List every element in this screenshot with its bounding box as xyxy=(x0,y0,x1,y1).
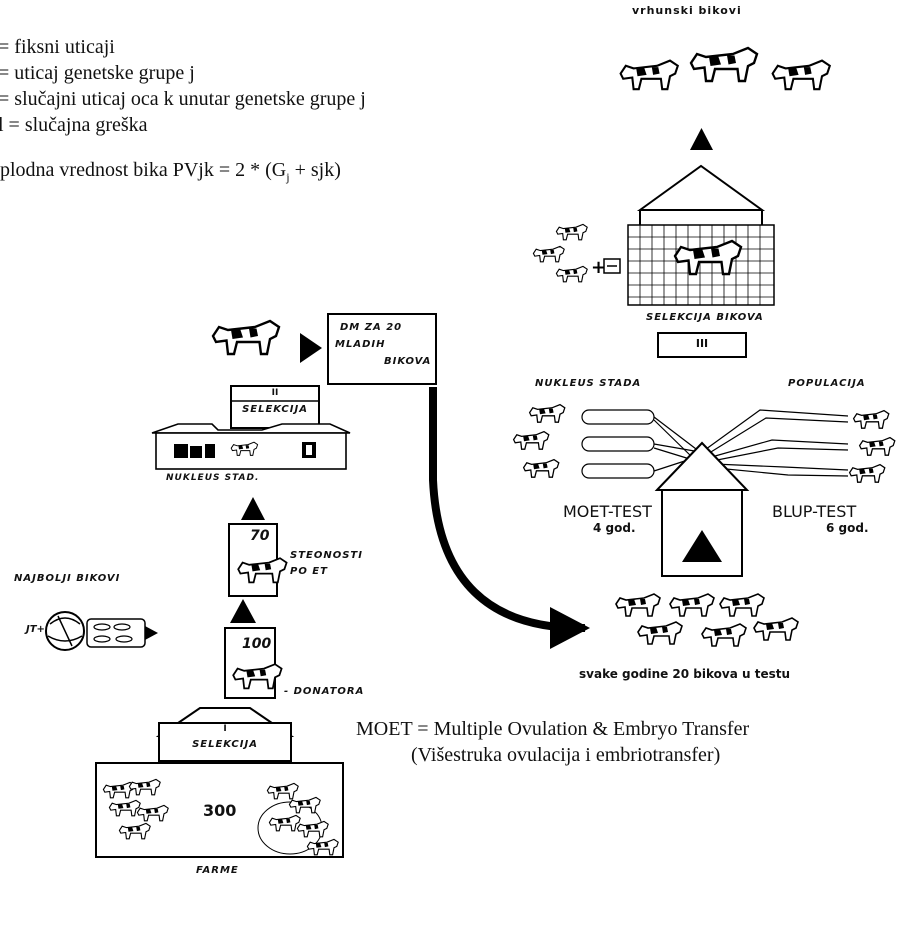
label-donors: - DONATORA xyxy=(284,686,365,697)
legend-sire-effect: = slučajni uticaj oca k unutar genetske … xyxy=(0,88,366,110)
label-best-bulls: NAJBOLJI BIKOVI xyxy=(14,573,121,584)
label-selection-two: SELEKCIJA xyxy=(242,404,308,415)
legend-formula: plodna vrednost bika PVjk = 2 * (Gj + sj… xyxy=(0,159,341,185)
right-arrow-to-young-bulls xyxy=(300,333,322,363)
label-moet-test: MOET-TEST xyxy=(563,502,652,521)
up-arrow-nucleus xyxy=(241,497,265,520)
label-young-bulls-1: DM ZA 20 xyxy=(340,322,403,333)
population-streams xyxy=(701,409,849,477)
label-nucleus-farm: NUKLEUS STAD. xyxy=(166,473,260,483)
elite-bull-left xyxy=(619,59,679,91)
label-young-bulls-3: BIKOVA xyxy=(384,356,432,367)
formula-subscript: j xyxy=(286,170,290,184)
footnote-moet: MOET = Multiple Ovulation & Embryo Trans… xyxy=(356,718,750,740)
label-stage-two: II xyxy=(271,388,279,398)
young-bulls-box xyxy=(327,313,437,385)
label-nucleus-herd: NUKLEUS STADA xyxy=(535,378,642,389)
label-donors-count: 100 xyxy=(242,636,272,652)
test-bulls-herd xyxy=(615,593,799,647)
label-pregnancies-count: 70 xyxy=(250,528,270,544)
label-blup-test: BLUP-TEST xyxy=(772,502,857,521)
best-bulls-semen-globe xyxy=(45,611,158,651)
elite-bull-center xyxy=(689,46,759,83)
farm-cows-right xyxy=(257,782,339,856)
formula-suffix: + sjk) xyxy=(289,159,341,181)
label-pregnancies-1: STEONOSTI xyxy=(290,550,363,561)
test-station-building xyxy=(654,441,750,577)
stage-two-selection-box xyxy=(230,385,320,429)
pregnancies-box xyxy=(228,523,278,597)
label-stage-three: III xyxy=(695,337,709,350)
label-pregnancies-2: PO ET xyxy=(290,566,328,577)
plus-minus-icon: + xyxy=(591,257,621,278)
label-population: POPULACIJA xyxy=(788,378,866,389)
proven-cow xyxy=(211,319,281,356)
label-young-bulls-2: MLADIH xyxy=(335,339,386,350)
label-blup-years: 6 god. xyxy=(826,521,869,535)
stage-one-selection-box xyxy=(158,722,292,762)
svg-text:+: + xyxy=(591,257,606,278)
selection-house-roof xyxy=(636,164,766,211)
up-arrow-pregnancies xyxy=(230,599,256,623)
footnote-moet-translation: (Višestruka ovulacija i embriotransfer) xyxy=(411,744,721,766)
legend-error: l = slučajna greška xyxy=(0,114,148,136)
label-bull-selection: SELEKCIJA BIKOVA xyxy=(646,312,764,323)
formula-prefix: plodna vrednost bika PVjk = 2 * (G xyxy=(0,159,287,181)
label-stage-one: I xyxy=(223,724,227,734)
up-arrow-top xyxy=(690,128,713,150)
legend-genetic-group: = uticaj genetske grupe j xyxy=(0,62,195,84)
discarded-bulls xyxy=(532,223,588,283)
population-cows xyxy=(848,409,896,483)
label-farms: FARME xyxy=(196,865,239,876)
label-farms-count: 300 xyxy=(203,801,237,820)
nucleus-herd-cows xyxy=(512,403,566,478)
farms-box xyxy=(95,762,344,858)
nucleus-farm-building xyxy=(151,423,351,470)
label-jt: JT+ xyxy=(26,624,45,635)
label-moet-years: 4 god. xyxy=(593,521,636,535)
label-selection-one: SELEKCIJA xyxy=(192,739,258,750)
legend-fixed-effects: = fiksni uticaji xyxy=(0,36,115,58)
label-top-bulls: vrhunski bikovi xyxy=(632,4,742,17)
stage-three-box xyxy=(657,332,747,358)
label-bulls-per-year: svake godine 20 bikova u testu xyxy=(579,667,791,681)
young-bulls-to-test-arrow xyxy=(429,387,586,633)
elite-bull-right xyxy=(771,59,831,91)
